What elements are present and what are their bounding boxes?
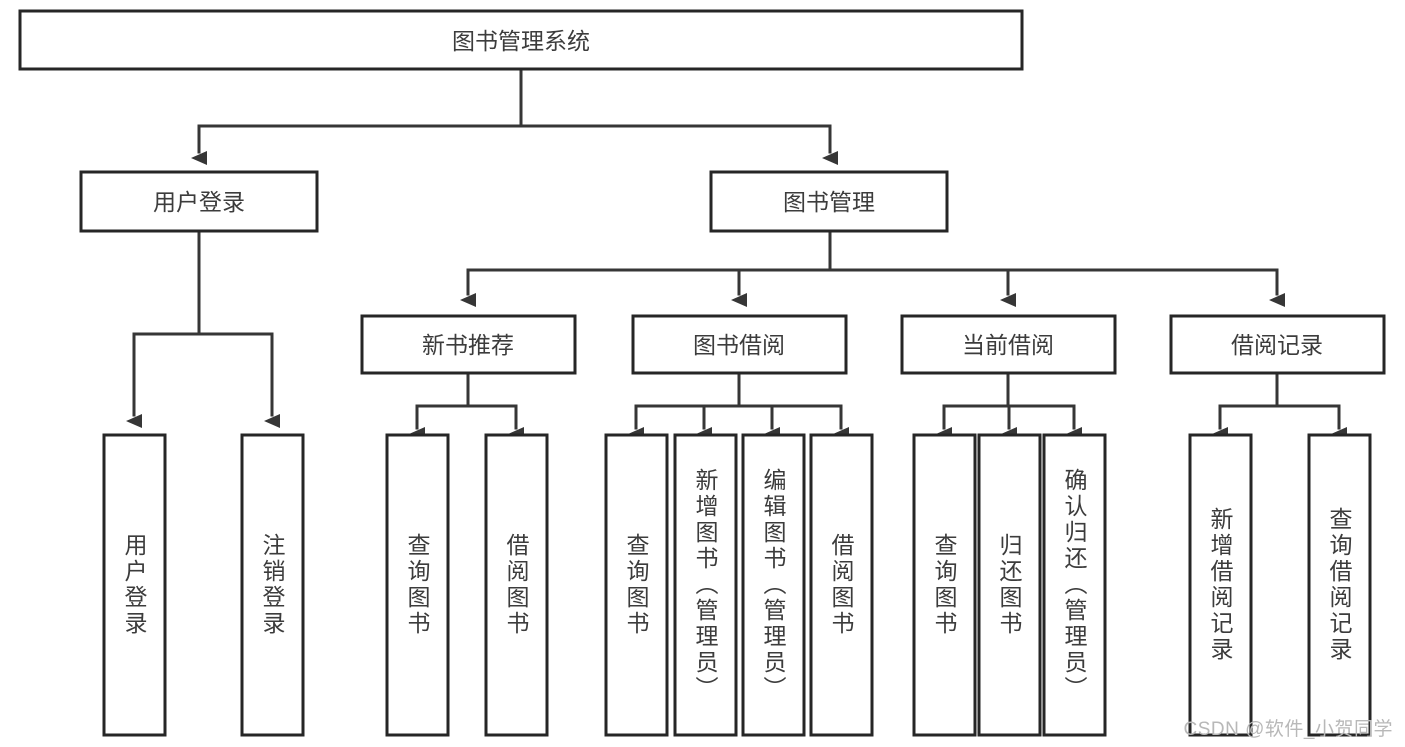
node-leaf-add-record-label: 新增借阅记录 xyxy=(1207,507,1234,663)
node-user-login-label: 用户登录 xyxy=(153,189,245,215)
node-leaf-query-book-2[interactable]: 查询图书 xyxy=(604,433,669,737)
node-book-manage-label: 图书管理 xyxy=(783,189,875,215)
node-current-borrow-box[interactable] xyxy=(900,314,1117,375)
node-leaf-query-book-3[interactable]: 查询图书 xyxy=(912,433,977,737)
connector-group-user-login xyxy=(126,229,280,428)
node-root[interactable]: 图书管理系统 xyxy=(18,9,1024,71)
node-leaf-edit-book-box[interactable] xyxy=(741,433,806,737)
node-leaf-add-record[interactable]: 新增借阅记录 xyxy=(1188,433,1253,737)
connector-group-book-manage xyxy=(460,229,1285,307)
node-leaf-borrow-book-2[interactable]: 借阅图书 xyxy=(809,433,874,737)
node-book-manage[interactable]: 图书管理 xyxy=(709,170,949,233)
node-leaf-edit-book[interactable]: 编辑图书（管理员） xyxy=(741,433,806,737)
node-root-label: 图书管理系统 xyxy=(452,28,590,54)
node-new-book-recommend-box[interactable] xyxy=(360,314,577,375)
node-leaf-confirm-return-box[interactable] xyxy=(1042,433,1107,737)
node-user-login[interactable]: 用户登录 xyxy=(79,170,319,233)
node-user-login-box[interactable] xyxy=(79,170,319,233)
connector-group-new-book-recommend xyxy=(409,371,524,441)
node-leaf-logout[interactable]: 注销登录 xyxy=(240,433,305,737)
node-leaf-borrow-book-2-box[interactable] xyxy=(809,433,874,737)
node-leaf-confirm-return-label: 确认归还（管理员） xyxy=(1061,468,1088,702)
node-root-box[interactable] xyxy=(18,9,1024,71)
connector-group-current-borrow xyxy=(936,371,1082,441)
node-leaf-borrow-book-1[interactable]: 借阅图书 xyxy=(484,433,549,737)
node-leaf-confirm-return[interactable]: 确认归还（管理员） xyxy=(1042,433,1107,737)
node-leaf-borrow-book-1-box[interactable] xyxy=(484,433,549,737)
node-new-book-recommend[interactable]: 新书推荐 xyxy=(360,314,577,375)
connector-group-book-borrow xyxy=(628,371,849,441)
node-leaf-add-book-label: 新增图书（管理员） xyxy=(692,468,719,702)
node-book-borrow-box[interactable] xyxy=(631,314,848,375)
node-leaf-query-book-1-box[interactable] xyxy=(385,433,450,737)
node-leaf-user-login-label: 用户登录 xyxy=(121,533,148,637)
node-leaf-user-login[interactable]: 用户登录 xyxy=(102,433,167,737)
node-borrow-record-label: 借阅记录 xyxy=(1231,332,1323,358)
connector-group-root xyxy=(191,67,838,165)
node-new-book-recommend-label: 新书推荐 xyxy=(422,332,514,358)
node-leaf-add-record-box[interactable] xyxy=(1188,433,1253,737)
node-leaf-query-book-2-label: 查询图书 xyxy=(623,533,650,637)
node-leaf-user-login-box[interactable] xyxy=(102,433,167,737)
node-book-borrow-label: 图书借阅 xyxy=(693,332,785,358)
node-leaf-query-record-label: 查询借阅记录 xyxy=(1326,507,1353,663)
node-leaf-return-book[interactable]: 归还图书 xyxy=(977,433,1042,737)
node-leaf-logout-box[interactable] xyxy=(240,433,305,737)
node-leaf-logout-label: 注销登录 xyxy=(259,533,286,637)
node-borrow-record[interactable]: 借阅记录 xyxy=(1169,314,1386,375)
node-leaf-add-book[interactable]: 新增图书（管理员） xyxy=(673,433,738,737)
node-leaf-add-book-box[interactable] xyxy=(673,433,738,737)
node-leaf-query-record[interactable]: 查询借阅记录 xyxy=(1307,433,1372,737)
node-leaf-query-book-3-label: 查询图书 xyxy=(931,533,958,637)
node-leaf-borrow-book-2-label: 借阅图书 xyxy=(828,533,855,637)
node-leaf-edit-book-label: 编辑图书（管理员） xyxy=(760,468,787,702)
node-book-borrow[interactable]: 图书借阅 xyxy=(631,314,848,375)
node-leaf-query-book-3-box[interactable] xyxy=(912,433,977,737)
node-leaf-query-book-2-box[interactable] xyxy=(604,433,669,737)
node-leaf-return-book-label: 归还图书 xyxy=(996,533,1023,637)
node-leaf-return-book-box[interactable] xyxy=(977,433,1042,737)
node-leaf-borrow-book-1-label: 借阅图书 xyxy=(503,533,530,637)
node-leaf-query-record-box[interactable] xyxy=(1307,433,1372,737)
connector-group-borrow-record xyxy=(1212,371,1347,441)
node-current-borrow-label: 当前借阅 xyxy=(962,332,1054,358)
node-leaf-query-book-1-label: 查询图书 xyxy=(404,533,431,637)
node-book-manage-box[interactable] xyxy=(709,170,949,233)
node-leaf-query-book-1[interactable]: 查询图书 xyxy=(385,433,450,737)
node-borrow-record-box[interactable] xyxy=(1169,314,1386,375)
node-current-borrow[interactable]: 当前借阅 xyxy=(900,314,1117,375)
